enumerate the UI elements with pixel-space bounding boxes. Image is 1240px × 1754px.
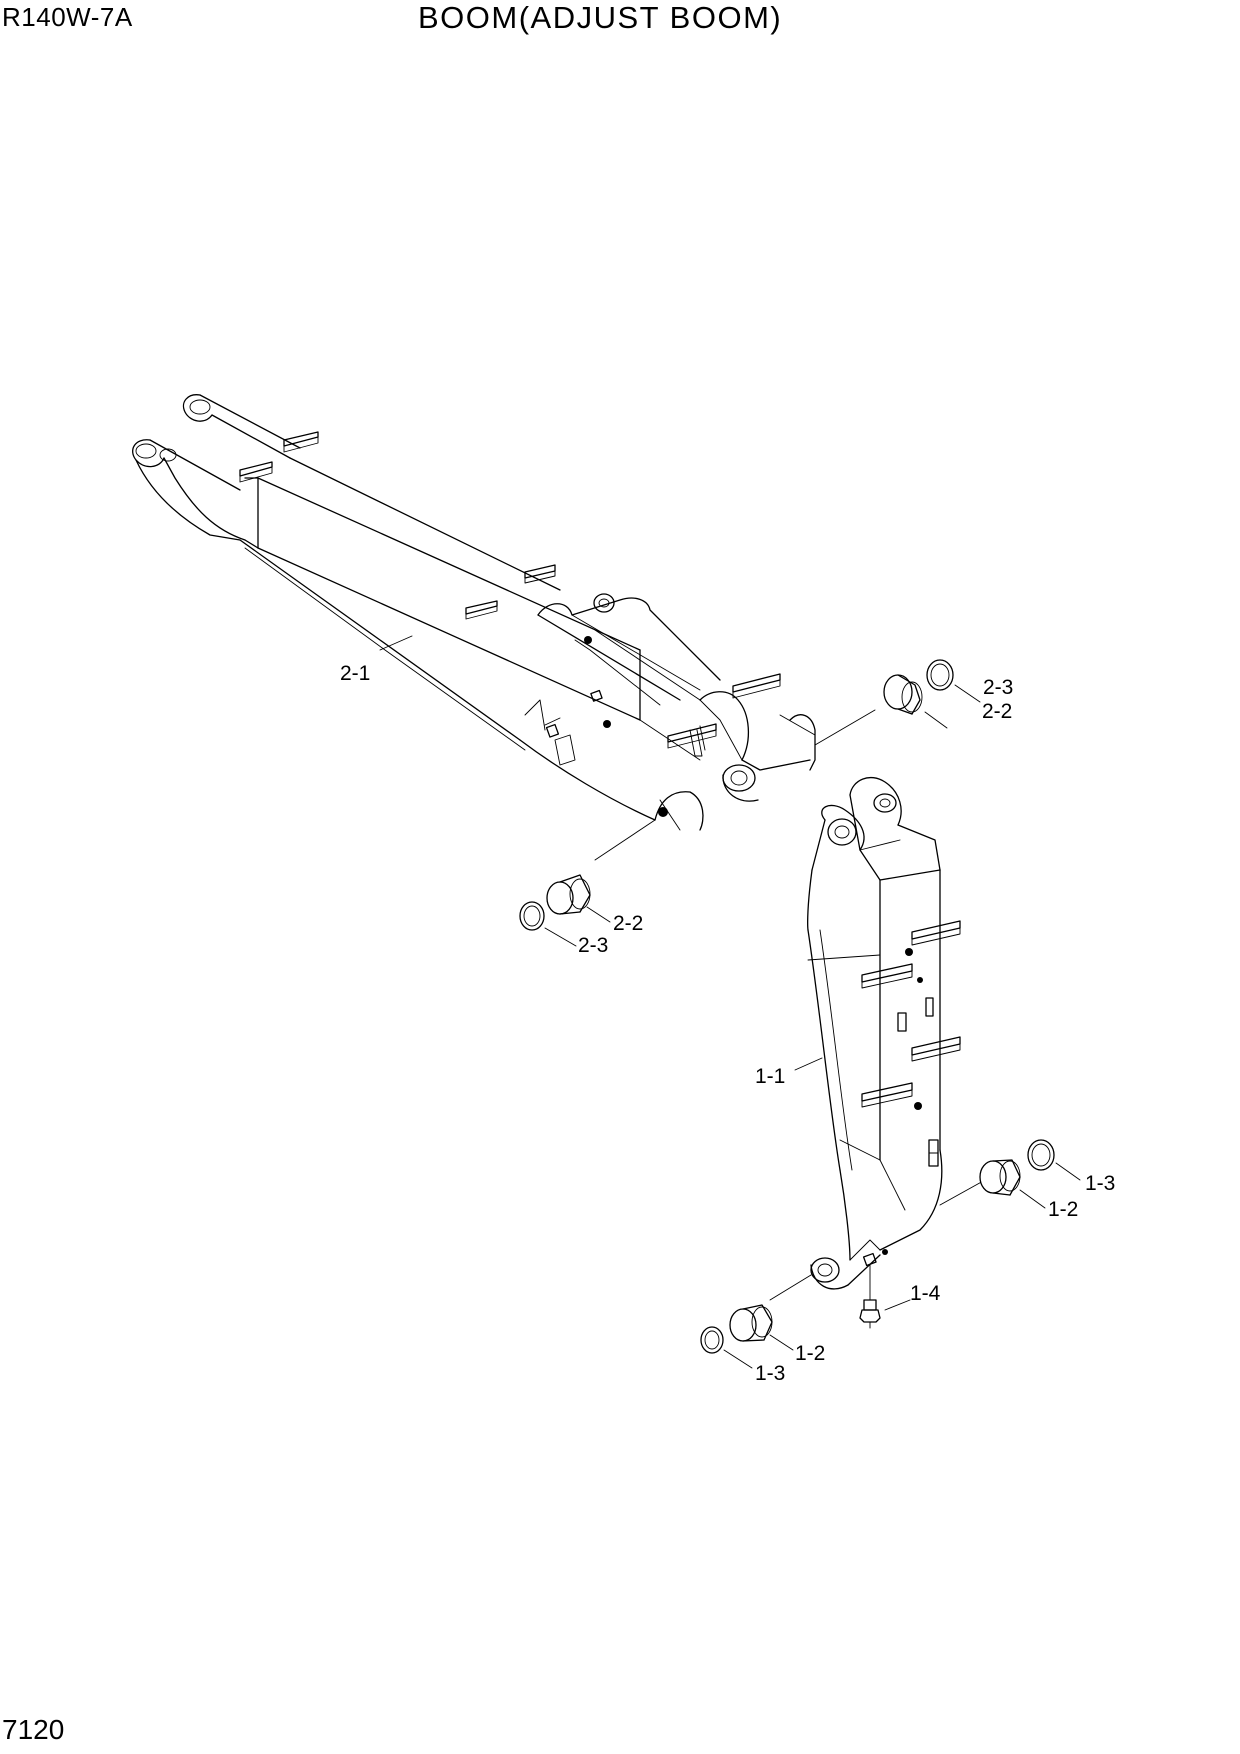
callout-1-3-lower: 1-3: [755, 1362, 785, 1385]
callout-1-2-lower: 1-2: [795, 1342, 825, 1365]
page-title: BOOM(ADJUST BOOM): [418, 0, 783, 35]
upper-boom-drawing: [132, 394, 816, 831]
model-number: R140W-7A: [2, 2, 133, 32]
leader-1-1: [794, 1057, 823, 1071]
callout-1-1: 1-1: [755, 1065, 785, 1088]
lower-left-boom-bushing-drawing: [700, 1274, 812, 1369]
grease-nipple-drawing: [859, 1299, 911, 1329]
page-number: 7120: [2, 1714, 65, 1745]
lower-left-bushing-drawing: [519, 819, 656, 947]
leader-2-1: [379, 635, 413, 651]
upper-right-bushing-drawing: [814, 659, 981, 746]
callout-1-4: 1-4: [910, 1282, 941, 1305]
callout-2-2-upper: 2-2: [982, 700, 1012, 723]
callout-2-2-lower: 2-2: [613, 912, 643, 935]
callout-2-3-upper: 2-3: [983, 676, 1013, 699]
lower-boom-drawing: [807, 777, 961, 1301]
callout-1-2-right: 1-2: [1048, 1198, 1078, 1221]
callout-2-3-lower: 2-3: [578, 934, 608, 957]
lower-right-bushing-drawing: [939, 1139, 1081, 1209]
callout-2-1: 2-1: [340, 662, 370, 685]
callout-1-3-right: 1-3: [1085, 1172, 1115, 1195]
